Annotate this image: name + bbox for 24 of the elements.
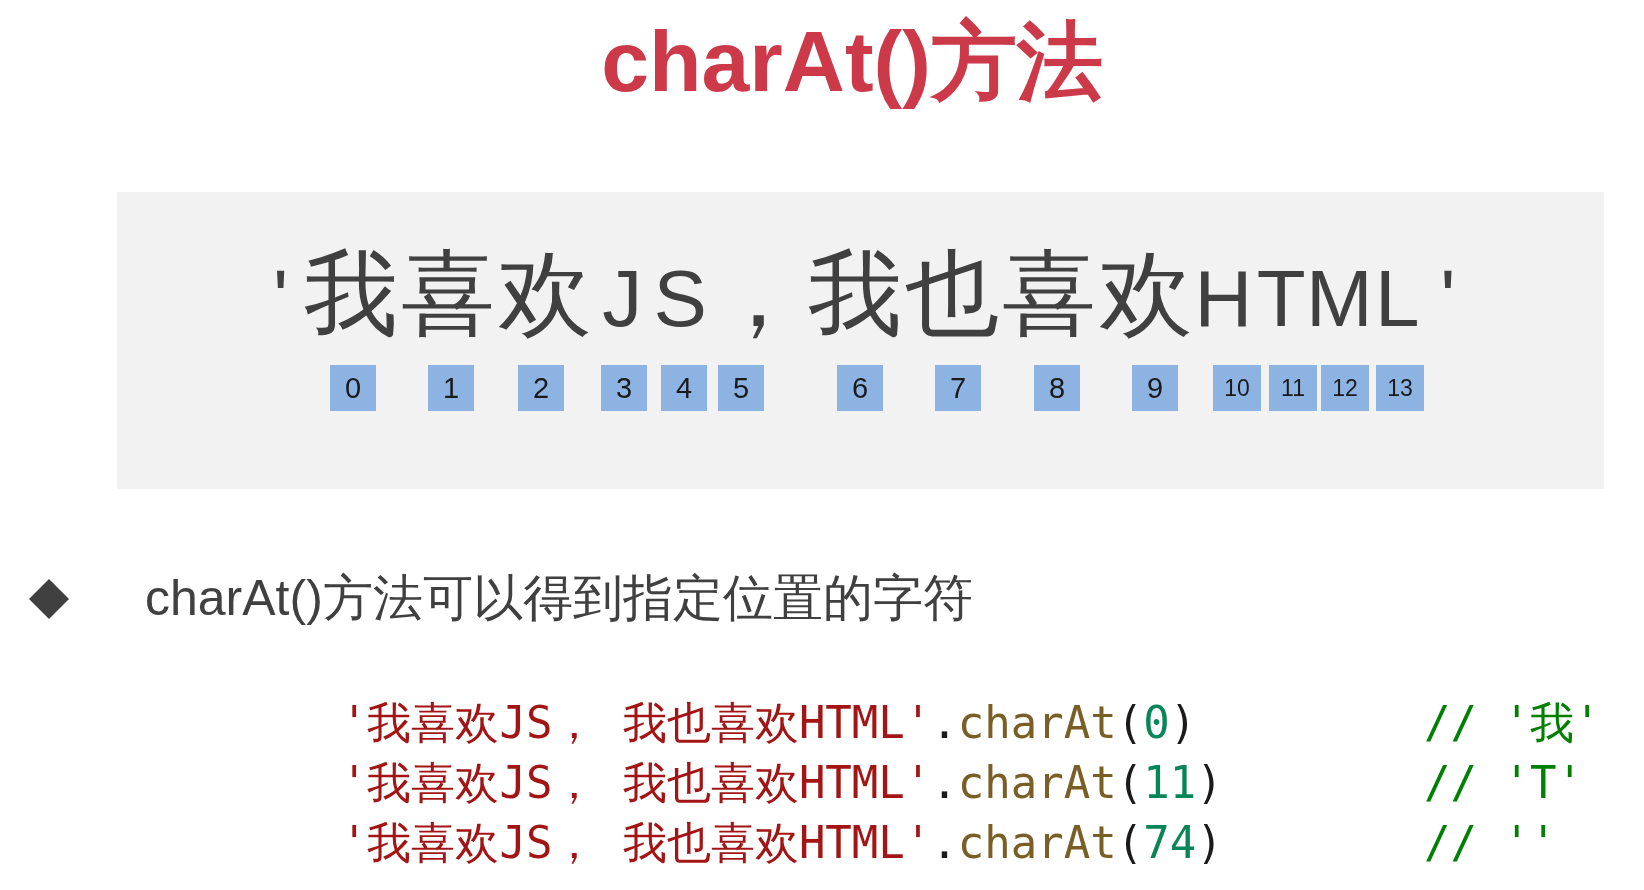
- bullet-text: charAt()方法可以得到指定位置的字符: [145, 569, 973, 628]
- index-box: 11: [1269, 365, 1317, 411]
- index-box: 7: [935, 365, 981, 411]
- index-box: 9: [1132, 365, 1178, 411]
- string-literal-text: '我喜欢JS，我也喜欢HTML': [272, 238, 1457, 350]
- index-box: 8: [1034, 365, 1080, 411]
- index-box: 4: [661, 365, 707, 411]
- code-line: '我喜欢JS，我也喜欢HTML'.charAt(11): [341, 756, 1223, 810]
- code-comment: // '': [1424, 816, 1557, 870]
- index-box: 2: [518, 365, 564, 411]
- code-comment: // 'T': [1424, 756, 1583, 810]
- code-line: '我喜欢JS，我也喜欢HTML'.charAt(74): [341, 816, 1223, 870]
- index-box: 6: [837, 365, 883, 411]
- index-box: 5: [718, 365, 764, 411]
- slide-title: charAt()方法: [601, 12, 1103, 111]
- index-box: 12: [1321, 365, 1369, 411]
- code-line: '我喜欢JS，我也喜欢HTML'.charAt(0): [341, 696, 1197, 750]
- string-panel: [117, 192, 1604, 489]
- index-box: 10: [1213, 365, 1261, 411]
- index-box: 3: [601, 365, 647, 411]
- index-box: 0: [330, 365, 376, 411]
- code-comment: // '我': [1424, 696, 1601, 750]
- index-box: 13: [1376, 365, 1424, 411]
- index-box: 1: [428, 365, 474, 411]
